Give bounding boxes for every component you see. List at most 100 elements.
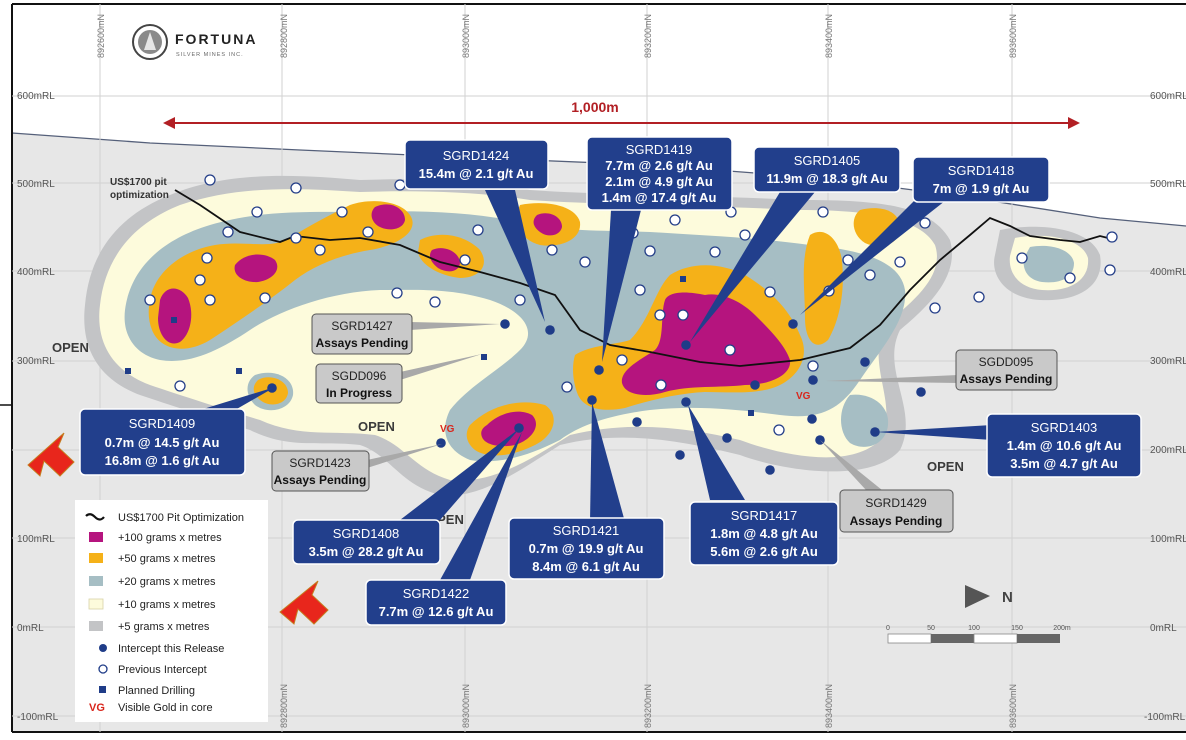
- grey-callout-sgrd1429[interactable]: SGRD1429 Assays Pending: [839, 489, 954, 533]
- callout-sgrd1417-id: SGRD1417: [731, 508, 797, 523]
- callout-sgrd1418[interactable]: SGRD1418 7m @ 1.9 g/t Au: [912, 156, 1050, 203]
- legend-item-0: US$1700 Pit Optimization: [118, 512, 244, 524]
- callout-sgrd1419-line3: 1.4m @ 17.4 g/t Au: [602, 190, 717, 205]
- planned-drilling: [125, 276, 754, 416]
- previous-intercepts: [144, 174, 1118, 436]
- grey-callout-sgdd095[interactable]: SGDD095 Assays Pending: [955, 349, 1058, 391]
- vg-label-1: VG: [440, 424, 455, 435]
- elev-left-0: 0mRL: [17, 623, 44, 634]
- elev-right-600: 600mRL: [1150, 91, 1186, 102]
- grey-callout-sgrd1423-id: SGRD1423: [289, 456, 351, 470]
- grey-callout-sgdd096-status: In Progress: [326, 386, 392, 400]
- scale-bar-ticks: 0 50 100 150 200m: [886, 625, 1071, 632]
- grey-callout-sgrd1427[interactable]: SGRD1427 Assays Pending: [311, 313, 413, 355]
- elev-right-400: 400mRL: [1150, 267, 1186, 278]
- easting-bottom-893400: 893400mN: [824, 684, 834, 728]
- vg-label-2: VG: [796, 391, 811, 402]
- callout-sgrd1421-line2: 8.4m @ 6.1 g/t Au: [532, 559, 640, 574]
- north-arrow-icon: [965, 585, 990, 608]
- callout-sgrd1419-line1: 7.7m @ 2.6 g/t Au: [605, 158, 713, 173]
- open-label-center: OPEN: [358, 419, 395, 434]
- callout-sgrd1409[interactable]: SGRD1409 0.7m @ 14.5 g/t Au 16.8m @ 1.6 …: [79, 408, 246, 476]
- easting-top-893600: 893600mN: [1008, 14, 1018, 58]
- open-label-west: OPEN: [52, 340, 89, 355]
- grey-callout-sgrd1429-status: Assays Pending: [850, 514, 943, 528]
- easting-top-893200: 893200mN: [643, 14, 653, 58]
- callout-sgrd1403-id: SGRD1403: [1031, 420, 1097, 435]
- elev-right-0: 0mRL: [1150, 623, 1177, 634]
- red-arrow-right: [279, 580, 329, 625]
- elev-left-400: 400mRL: [17, 267, 55, 278]
- scale-tick-150: 150: [1011, 625, 1023, 632]
- callout-sgrd1419-line2: 2.1m @ 4.9 g/t Au: [605, 174, 713, 189]
- legend-item-9: Visible Gold in core: [118, 702, 213, 714]
- legend-swatch-10: [88, 598, 104, 610]
- callout-sgrd1417-line2: 5.6m @ 2.6 g/t Au: [710, 544, 818, 559]
- callout-sgrd1403[interactable]: SGRD1403 1.4m @ 10.6 g/t Au 3.5m @ 4.7 g…: [986, 413, 1142, 478]
- callout-sgrd1409-line1: 0.7m @ 14.5 g/t Au: [105, 435, 220, 450]
- callout-pointers: [200, 190, 992, 580]
- legend-item-8: Planned Drilling: [118, 685, 195, 697]
- pit-label-line2: optimization: [110, 190, 169, 201]
- legend-swatch-50: [89, 553, 103, 563]
- legend-item-6: Intercept this Release: [118, 643, 224, 655]
- elevation-labels-right: 600mRL 500mRL 400mRL 300mRL 200mRL 100mR…: [1144, 91, 1186, 723]
- callout-sgrd1419-id: SGRD1419: [626, 142, 692, 157]
- elev-right-minus100: -100mRL: [1144, 712, 1186, 723]
- legend-swatch-20: [89, 576, 103, 586]
- pit-label-line1: US$1700 pit: [110, 177, 167, 188]
- elev-right-300: 300mRL: [1150, 356, 1186, 367]
- intercepts-this-release: [267, 319, 926, 475]
- elev-left-500: 500mRL: [17, 179, 55, 190]
- legend-square-icon: [99, 686, 106, 693]
- grey-callout-sgdd096[interactable]: SGDD096 In Progress: [315, 363, 403, 404]
- callout-sgrd1405[interactable]: SGRD1405 11.9m @ 18.3 g/t Au: [753, 146, 901, 193]
- callout-sgrd1422-line1: 7.7m @ 12.6 g/t Au: [379, 604, 494, 619]
- scale-tick-200: 200m: [1053, 625, 1071, 632]
- legend-item-4: +10 grams x metres: [118, 599, 216, 611]
- easting-top-892800: 892800mN: [279, 14, 289, 58]
- legend-item-1: +100 grams x metres: [118, 532, 222, 544]
- callout-sgrd1403-line2: 3.5m @ 4.7 g/t Au: [1010, 456, 1118, 471]
- fortuna-logo: FORTUNA SILVER MINES INC.: [132, 24, 255, 60]
- legend-item-3: +20 grams x metres: [118, 576, 216, 588]
- scale-arrow-label: 1,000m: [571, 99, 618, 115]
- legend: US$1700 Pit Optimization +100 grams x me…: [75, 500, 268, 722]
- callout-sgrd1409-line2: 16.8m @ 1.6 g/t Au: [105, 453, 220, 468]
- elev-left-minus100: -100mRL: [17, 712, 59, 723]
- callout-sgrd1417-line1: 1.8m @ 4.8 g/t Au: [710, 526, 818, 541]
- grey-callout-sgrd1423[interactable]: SGRD1423 Assays Pending: [271, 450, 370, 492]
- scale-tick-50: 50: [927, 625, 935, 632]
- open-label-east: OPEN: [927, 459, 964, 474]
- scale-bar: [887, 633, 1060, 644]
- callout-sgrd1419[interactable]: SGRD1419 7.7m @ 2.6 g/t Au 2.1m @ 4.9 g/…: [586, 136, 733, 211]
- callout-sgrd1417[interactable]: SGRD1417 1.8m @ 4.8 g/t Au 5.6m @ 2.6 g/…: [689, 501, 839, 566]
- logo-sub: SILVER MINES INC.: [176, 52, 244, 58]
- easting-labels-top: 892600mN 892800mN 893000mN 893200mN 8934…: [96, 14, 1018, 58]
- scale-tick-100: 100: [968, 625, 980, 632]
- easting-labels-bottom: 892800mN 893000mN 893200mN 893400mN 8936…: [279, 684, 1018, 728]
- legend-swatch-5: [89, 621, 103, 631]
- callout-sgrd1409-id: SGRD1409: [129, 416, 195, 431]
- callout-sgrd1421[interactable]: SGRD1421 0.7m @ 19.9 g/t Au 8.4m @ 6.1 g…: [508, 517, 665, 580]
- callout-sgrd1421-id: SGRD1421: [553, 523, 619, 538]
- callout-sgrd1408-line1: 3.5m @ 28.2 g/t Au: [309, 544, 424, 559]
- callout-sgrd1424[interactable]: SGRD1424 15.4m @ 2.1 g/t Au: [404, 139, 549, 190]
- callout-sgrd1418-line1: 7m @ 1.9 g/t Au: [933, 181, 1030, 196]
- callout-sgrd1408[interactable]: SGRD1408 3.5m @ 28.2 g/t Au: [292, 519, 441, 565]
- scale-tick-0: 0: [886, 625, 890, 632]
- callout-sgrd1424-line1: 15.4m @ 2.1 g/t Au: [419, 166, 534, 181]
- callout-sgrd1403-line1: 1.4m @ 10.6 g/t Au: [1007, 438, 1122, 453]
- grey-callout-sgdd095-status: Assays Pending: [960, 372, 1053, 386]
- callout-sgrd1405-line1: 11.9m @ 18.3 g/t Au: [766, 171, 887, 186]
- elevation-labels-left: 600mRL 500mRL 400mRL 300mRL 100mRL 0mRL …: [17, 91, 59, 723]
- legend-item-7: Previous Intercept: [118, 664, 207, 676]
- grey-callout-sgdd095-id: SGDD095: [979, 355, 1034, 369]
- callout-sgrd1422[interactable]: SGRD1422 7.7m @ 12.6 g/t Au: [365, 579, 507, 626]
- grey-callout-sgrd1427-status: Assays Pending: [316, 336, 409, 350]
- easting-bottom-893200: 893200mN: [643, 684, 653, 728]
- easting-top-893000: 893000mN: [461, 14, 471, 58]
- easting-bottom-893600: 893600mN: [1008, 684, 1018, 728]
